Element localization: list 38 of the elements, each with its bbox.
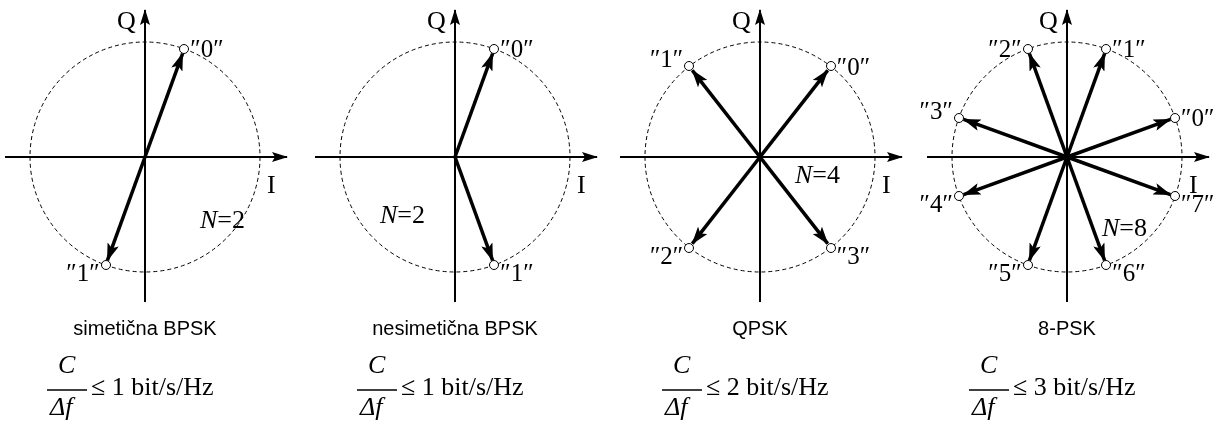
symbol-label: ″2″	[987, 36, 1023, 62]
modulation-name: simetična BPSK	[73, 318, 217, 338]
axis-label: I	[882, 172, 891, 198]
symbol-label: ″5″	[987, 260, 1023, 286]
axis-label: I	[577, 172, 586, 198]
spectral-efficiency-bound: ≤ 3 bit/s/Hz	[1013, 374, 1136, 400]
symbol-label: ″3″	[835, 242, 872, 268]
symbol-count: N=4	[795, 162, 840, 188]
axis-label: Q	[427, 8, 446, 34]
symbol-label: ″4″	[918, 191, 954, 217]
symbol-label: ″2″	[648, 242, 685, 268]
symbol-label: ″0″	[189, 36, 225, 62]
symbol-count: N=8	[1102, 215, 1147, 241]
symbol-count: N=2	[200, 207, 245, 233]
formula-numerator: C	[980, 352, 998, 378]
spectral-efficiency-bound: ≤ 2 bit/s/Hz	[706, 374, 829, 400]
symbol-label: ″3″	[918, 97, 954, 123]
modulation-name: 8-PSK	[1038, 318, 1096, 338]
axis-label: I	[267, 172, 276, 198]
symbol-label: ″6″	[1111, 260, 1147, 286]
modulation-name: QPSK	[732, 318, 788, 338]
symbol-label: ″1″	[1111, 36, 1147, 62]
symbol-label: ″0″	[499, 36, 535, 62]
axis-label: Q	[1039, 8, 1058, 34]
formula-numerator: C	[673, 352, 691, 378]
spectral-efficiency-bound: ≤ 1 bit/s/Hz	[91, 374, 214, 400]
axis-label: Q	[117, 8, 136, 34]
symbol-count: N=2	[380, 202, 425, 228]
symbol-label: ″1″	[499, 260, 535, 286]
formula-numerator: C	[368, 352, 386, 378]
symbol-label: ″0″	[835, 53, 872, 79]
symbol-label: ″0″	[1180, 105, 1216, 131]
spectral-efficiency-bound: ≤ 1 bit/s/Hz	[401, 374, 524, 400]
axis-label: Q	[732, 8, 751, 34]
formula-numerator: C	[58, 352, 76, 378]
symbol-label: ″1″	[65, 260, 101, 286]
modulation-name: nesimetična BPSK	[372, 318, 538, 338]
symbol-label: ″1″	[648, 46, 685, 72]
